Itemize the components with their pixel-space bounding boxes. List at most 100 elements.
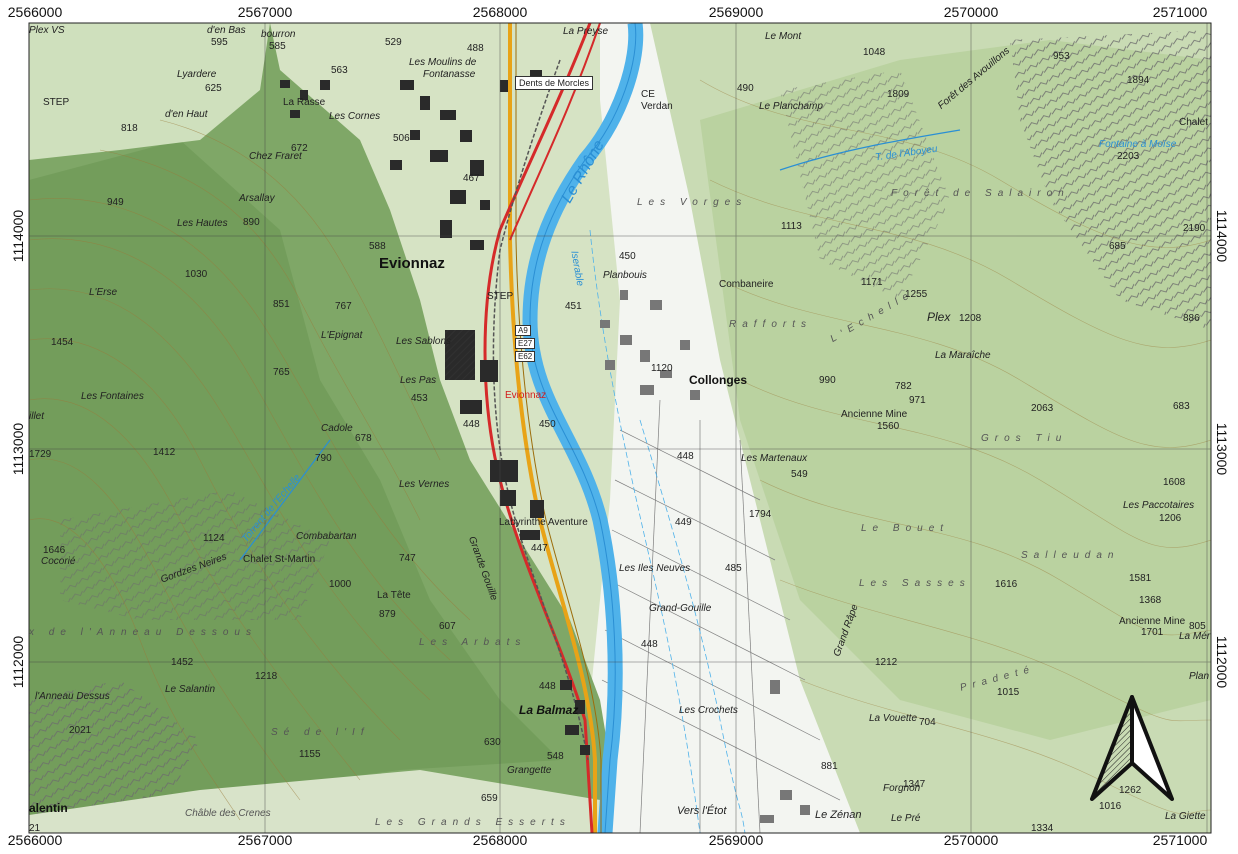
place-grand-rape: Grand Râpe	[831, 603, 861, 658]
place-le-rhone: Le Rhône	[558, 137, 608, 207]
place-les-vorges: Les Vorges	[637, 197, 748, 208]
place-les-crochets: Les Crochets	[679, 705, 738, 716]
place-chable-des-crenes: Châble des Crenes	[185, 808, 271, 819]
spot-height: 1255	[905, 289, 928, 300]
shield-a9: A9	[515, 325, 531, 336]
spot-height: 1120	[651, 363, 673, 374]
spot-height: 1412	[153, 447, 176, 458]
place-les-hautes: Les Hautes	[177, 218, 228, 229]
spot-height: 949	[107, 197, 124, 208]
spot-height: 1000	[329, 579, 352, 590]
x-label-bottom-1: 2567000	[237, 832, 293, 848]
place-la-giette: La Giette	[1165, 811, 1206, 822]
place-les-sablons: Les Sablons	[396, 336, 452, 347]
place-combaneire: Combaneire	[719, 279, 774, 290]
spot-height: 548	[547, 751, 564, 762]
spot-height: 685	[1109, 241, 1126, 252]
place-les-grands-esserts: Les Grands Esserts	[375, 817, 571, 828]
place-dents-de-morcles: Dents de Morcles	[515, 76, 594, 90]
spot-height: 451	[565, 301, 582, 312]
place-foret-des-avouillons: Forêt des Avouillons	[936, 45, 1013, 112]
x-label-top-5: 2571000	[1152, 4, 1208, 20]
stream-aboyeu	[779, 129, 961, 171]
place-les-pas: Les Pas	[400, 375, 437, 386]
x-label-top-3: 2569000	[708, 4, 764, 20]
spot-height: 485	[725, 563, 742, 574]
spot-height: 1581	[1129, 573, 1152, 584]
place-les-sasses: Les Sasses	[859, 578, 971, 589]
place-se-de-l-if: Sé de l'If	[271, 727, 370, 738]
north-arrow-icon	[1090, 695, 1174, 801]
spot-height: 971	[909, 395, 926, 406]
settlement-collonges	[600, 290, 700, 400]
spot-height: 1262	[1119, 785, 1142, 796]
spot-height: 953	[1053, 51, 1070, 62]
x-label-bottom-0: 2566000	[7, 832, 63, 848]
y-label-left-2: 1112000	[10, 635, 26, 689]
spot-height: 2203	[1117, 151, 1140, 162]
meadow-south	[29, 770, 600, 833]
place-iserable: Iserable	[568, 250, 586, 287]
place-evionnaz: Evionnaz	[379, 255, 445, 272]
place-anneau-dessus: l'Anneau Dessus	[35, 691, 110, 702]
spot-height: 450	[539, 419, 556, 430]
place-gorges-neires: Gordzes Neires	[159, 551, 229, 586]
settlement-la-rasse	[280, 80, 330, 118]
place-les-fontaines: Les Fontaines	[81, 391, 144, 402]
place-salentin: alentin	[29, 801, 68, 815]
rock-east	[1010, 30, 1211, 330]
x-label-top-2: 2568000	[472, 4, 528, 20]
place-vers-l-etot: Vers l'Étot	[677, 805, 727, 817]
spot-height: 782	[895, 381, 912, 392]
spot-height: 881	[821, 761, 838, 772]
spot-height: 1171	[861, 277, 883, 288]
spot-height: 1646	[43, 545, 66, 556]
place-t-de-l-aboyeu: T. de l'Aboyeu	[874, 143, 939, 164]
spot-height: 765	[273, 367, 290, 378]
place-gros-tiu: Gros Tiu	[981, 433, 1068, 444]
place-lyardere: Lyardere	[177, 69, 217, 80]
spot-height: 1206	[1159, 513, 1182, 524]
spot-height: 747	[399, 553, 416, 564]
place-la-rasse: La Rasse	[283, 97, 326, 108]
place-les-moulins: Les Moulins de	[409, 57, 477, 68]
place-ancienne-mine-2: Ancienne Mine	[1119, 616, 1186, 627]
main-road-2	[509, 23, 601, 241]
place-plex: Plex	[927, 310, 951, 324]
place-foret-de-salairon: Forêt de Salairon	[891, 188, 1070, 199]
spot-height: 1729	[29, 449, 52, 460]
forest-west-dark	[29, 140, 560, 820]
spot-height: 1452	[171, 657, 194, 668]
y-label-left-1: 1113000	[10, 422, 26, 476]
rock-east-2	[780, 70, 950, 300]
spot-height: 886	[1183, 313, 1200, 324]
settlement-le-zenan	[760, 680, 810, 823]
place-la-maraiche: La Maraîche	[935, 350, 991, 361]
place-les-vernes: Les Vernes	[399, 479, 450, 490]
spot-height: 678	[355, 433, 372, 444]
spot-height: 490	[737, 83, 754, 94]
spot-height: 529	[385, 37, 402, 48]
industrial-hatched	[445, 330, 475, 380]
spot-height: 563	[331, 65, 348, 76]
place-arsallay: Arsallay	[239, 193, 275, 204]
place-cadole: Cadole	[321, 423, 353, 434]
place-anneau-dessous: x de l'Anneau Dessous	[29, 627, 257, 638]
place-la-tete: La Tête	[377, 590, 411, 601]
place-le-zenan: Le Zénan	[815, 809, 862, 821]
spot-height: 585	[269, 41, 286, 52]
y-label-right-2: 1112000	[1214, 635, 1230, 689]
place-plan-d: Plan d'	[1189, 671, 1211, 682]
place-step: STEP	[487, 291, 514, 302]
place-la-preyse: La Preyse	[563, 26, 609, 37]
map-labels: Evionnaz Collonges La Balmaz La Rasse Le…	[29, 23, 1211, 833]
spot-height: 467	[463, 173, 480, 184]
spot-height: 21	[29, 823, 41, 833]
spot-height: 1616	[995, 579, 1018, 590]
place-les-paccotaires: Les Paccotaires	[1123, 500, 1195, 511]
place-le-bouet: Le Bouet	[861, 523, 950, 534]
place-d-en-bas: d'en Bas	[207, 25, 246, 36]
spot-height: 1208	[959, 313, 982, 324]
spot-height: 704	[919, 717, 936, 728]
contours-east	[699, 79, 1211, 815]
